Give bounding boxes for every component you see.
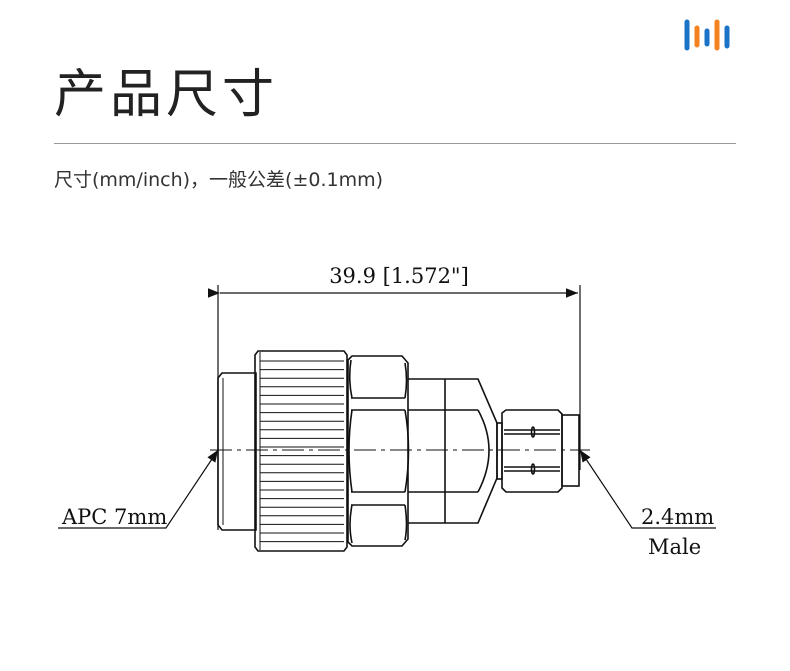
right-connector-size: 2.4mm xyxy=(641,505,714,529)
overall-length-label: 39.9 [1.572"] xyxy=(329,264,469,288)
left-leader xyxy=(58,449,219,529)
brand-logo xyxy=(684,19,730,51)
tolerance-note: 尺寸(mm/inch)，一般公差(±0.1mm) xyxy=(54,169,384,191)
right-leader xyxy=(579,449,716,529)
left-connector-label: APC 7mm xyxy=(61,505,167,529)
divider xyxy=(54,143,736,144)
adapter-body xyxy=(408,378,498,524)
hex-nut xyxy=(347,355,410,547)
page-title: 产品尺寸 xyxy=(54,65,279,125)
knurled-nut xyxy=(254,350,348,552)
male-2-4mm-hex xyxy=(496,409,580,493)
right-connector-gender: Male xyxy=(648,535,701,559)
dimension-line xyxy=(208,285,581,530)
